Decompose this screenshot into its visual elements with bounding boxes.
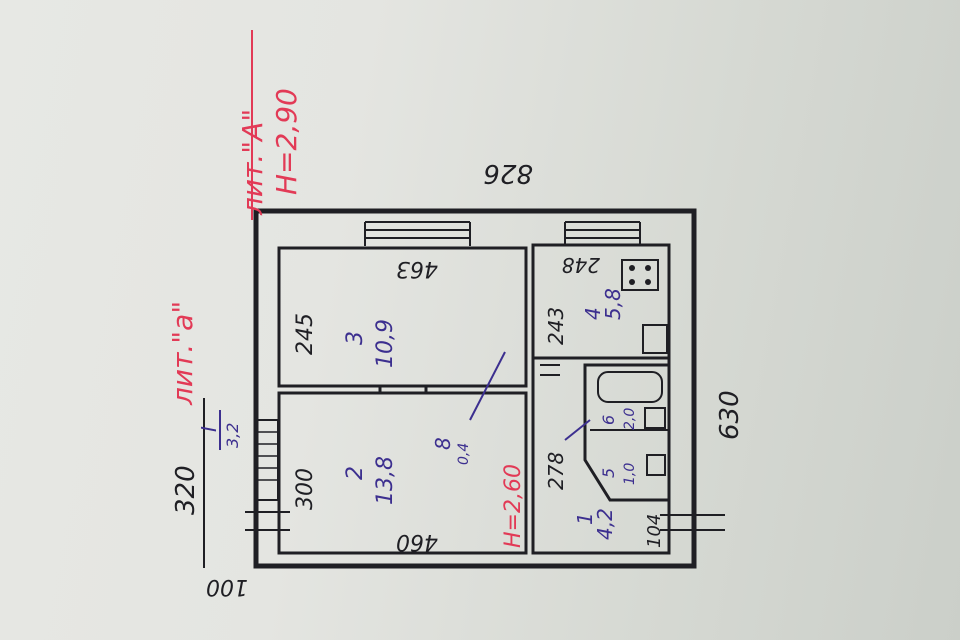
- dim-room2-width: 460: [396, 529, 438, 554]
- room-5-number: 5: [599, 468, 618, 478]
- dim-left-offset: 100: [206, 574, 248, 599]
- dim-room1-height: 278: [544, 452, 568, 490]
- outer-wall: [253, 208, 697, 569]
- bathtub: [597, 371, 663, 403]
- dim-top: 826: [483, 158, 533, 188]
- room-6-number: 6: [599, 415, 618, 425]
- kitchen-sink-symbol: [642, 324, 668, 354]
- room-6-area: 2,0: [622, 408, 638, 430]
- window-room-4: [564, 221, 641, 246]
- room-I-number: I: [197, 426, 221, 432]
- dim-right: 630: [715, 390, 745, 440]
- room-3-number: 3: [343, 331, 368, 345]
- dim-room1-small: 104: [644, 514, 665, 548]
- height-A-label: Н=2,90: [270, 88, 303, 195]
- room-2-area: 13,8: [373, 456, 398, 505]
- room-2-number: 2: [343, 466, 368, 480]
- stove-burner: [645, 265, 651, 271]
- room-8-number: 8: [431, 437, 455, 450]
- window-room-3: [364, 221, 471, 246]
- entrance-steps: [255, 419, 279, 501]
- room-8-area: 0,4: [456, 443, 472, 465]
- dim-room4-width: 248: [562, 253, 600, 277]
- dim-room4-height: 243: [544, 307, 568, 345]
- stove-burner: [629, 279, 635, 285]
- room-1-number: 1: [573, 512, 597, 525]
- room-1-area: 4,2: [593, 508, 617, 540]
- dim-left-total: 320: [171, 465, 201, 515]
- room-4-number: 4: [581, 307, 605, 320]
- sink-symbol: [644, 407, 666, 429]
- room-4-area: 5,8: [601, 288, 625, 320]
- leader-line-6: [564, 419, 591, 441]
- room-3-area: 10,9: [373, 319, 398, 368]
- toilet-symbol: [646, 454, 666, 476]
- dim-room3-height: 245: [293, 313, 318, 355]
- dim-room2-height: 300: [293, 468, 318, 510]
- room-5-area: 1,0: [622, 463, 638, 485]
- leader-line-8: [469, 351, 506, 421]
- bathroom-outline: [583, 363, 671, 502]
- room-I-area: 3,2: [223, 423, 242, 448]
- room-3-outline: [277, 246, 528, 388]
- litera-a-label: лит."а": [166, 301, 199, 406]
- stove-burner: [645, 279, 651, 285]
- stove-burner: [629, 265, 635, 271]
- stove-symbol: [621, 259, 659, 291]
- height-rooms-label: Н=2,60: [501, 464, 526, 548]
- dim-room3-width: 463: [396, 256, 438, 281]
